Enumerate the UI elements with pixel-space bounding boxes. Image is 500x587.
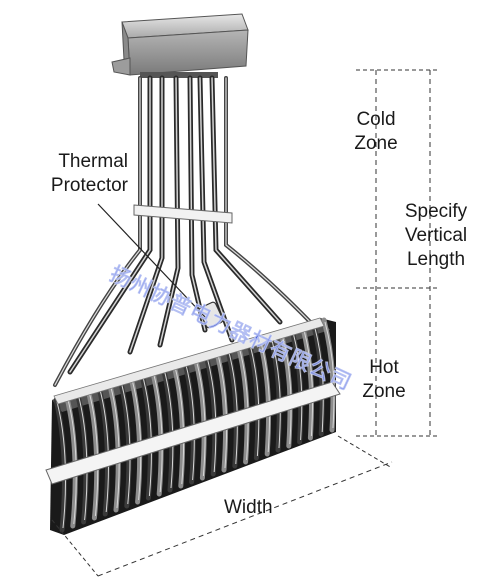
specify-length-line-2: Vertical (404, 225, 468, 246)
coil-highlight (142, 376, 152, 497)
width-label: Width (224, 497, 273, 518)
hot-zone-line-2: Zone (362, 381, 406, 402)
coil-highlight (206, 357, 217, 473)
coil-highlight (195, 360, 206, 477)
coil-highlight (120, 382, 131, 505)
coil-highlight (303, 328, 314, 437)
riser-band (133, 204, 233, 224)
terminal-box (111, 13, 249, 78)
specify-length-line-3: Length (406, 249, 466, 270)
coil-loop (321, 317, 336, 433)
width-dimension (51, 435, 393, 577)
coil-loop (128, 375, 143, 505)
hot-zone-label: Hot Zone (344, 356, 424, 404)
thermal-protector-label: Thermal Protector (14, 150, 128, 198)
thermal-protector-leader (97, 203, 207, 319)
thermal-protector (198, 301, 224, 329)
coil-loop (257, 336, 272, 457)
coil-highlight (270, 337, 281, 449)
coil-loop (300, 323, 315, 441)
coil-loop (160, 365, 175, 493)
coil-loop (214, 349, 229, 473)
cold-zone-label: Cold Zone (336, 108, 416, 156)
coil-loop (96, 384, 110, 517)
coil-loop (278, 330, 293, 449)
coil-highlight (238, 347, 249, 461)
coil-loop (225, 346, 239, 469)
coil-bundle (45, 317, 341, 535)
coil-loop (182, 359, 196, 485)
coil-highlight (281, 334, 292, 445)
coil-loop (235, 343, 250, 465)
coil-loop (246, 339, 261, 461)
hot-zone-line-1: Hot (369, 357, 399, 378)
specify-length-label: Specify Vertical Length (386, 200, 486, 272)
coil-highlight (110, 385, 120, 509)
coil-highlight (313, 325, 324, 433)
coil-loop (139, 371, 153, 501)
coil-highlight (292, 331, 303, 441)
coil-highlight (324, 321, 335, 429)
thermal-protector-line-1: Thermal (58, 151, 128, 172)
coil-highlight (174, 366, 185, 485)
cold-zone-line-2: Zone (354, 133, 398, 154)
coil-highlight (260, 341, 271, 453)
coil-loop (203, 352, 218, 477)
coil-highlight (131, 379, 142, 501)
thermal-protector-line-2: Protector (50, 175, 128, 196)
coil-highlight (152, 373, 163, 493)
coil-loop (149, 368, 164, 497)
coil-loop (267, 333, 282, 453)
riser-tubes (53, 75, 320, 387)
coil-loop (107, 381, 121, 513)
coil-highlight (163, 369, 174, 489)
coil-highlight (185, 363, 195, 481)
coil-loop (310, 320, 325, 437)
specify-length-line-1: Specify (404, 201, 468, 222)
coil-highlight (249, 344, 260, 457)
coil-loop (171, 362, 186, 489)
coil-loop (192, 355, 207, 481)
coil-loop (117, 378, 132, 509)
coil-highlight (228, 350, 238, 465)
cold-zone-line-1: Cold (356, 109, 396, 130)
coil-highlight (217, 353, 228, 469)
coil-loop (289, 327, 304, 445)
vertical-dimension (356, 69, 438, 437)
